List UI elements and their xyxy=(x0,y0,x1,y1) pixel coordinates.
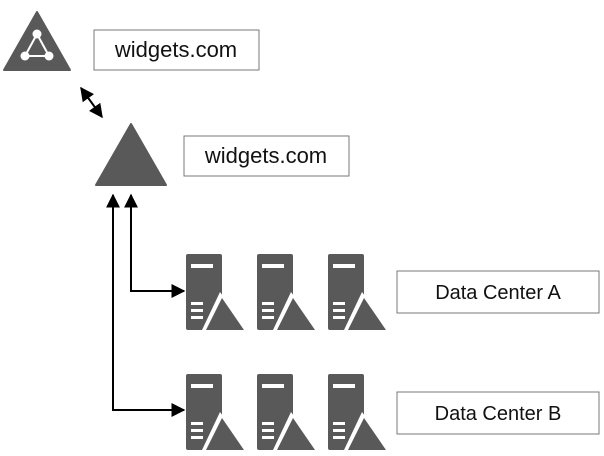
datacenter-b-servers xyxy=(186,374,390,450)
server-icon xyxy=(257,374,319,450)
server-icon xyxy=(257,254,319,330)
triangle-icon xyxy=(95,123,167,186)
gslb-domain-box: widgets.com xyxy=(183,135,350,177)
root-to-gslb-arrow xyxy=(80,86,103,119)
server-icon xyxy=(328,254,390,330)
network-triangle-icon xyxy=(3,11,71,71)
server-icon xyxy=(328,374,390,450)
server-icon xyxy=(186,374,248,450)
server-icon xyxy=(186,254,248,330)
gslb-to-datacenter-a-connector xyxy=(124,193,186,298)
gslb-domain-label: widgets.com xyxy=(204,143,327,168)
datacenter-b-label: Data Center B xyxy=(435,403,562,425)
datacenter-a-box: Data Center A xyxy=(396,270,600,314)
root-domain-box: widgets.com xyxy=(93,29,260,71)
datacenter-b-box: Data Center B xyxy=(396,391,600,435)
root-domain-label: widgets.com xyxy=(114,37,237,62)
datacenter-a-servers xyxy=(186,254,390,330)
gslb-to-datacenter-b-connector xyxy=(106,193,186,417)
datacenter-a-label: Data Center A xyxy=(435,282,561,304)
